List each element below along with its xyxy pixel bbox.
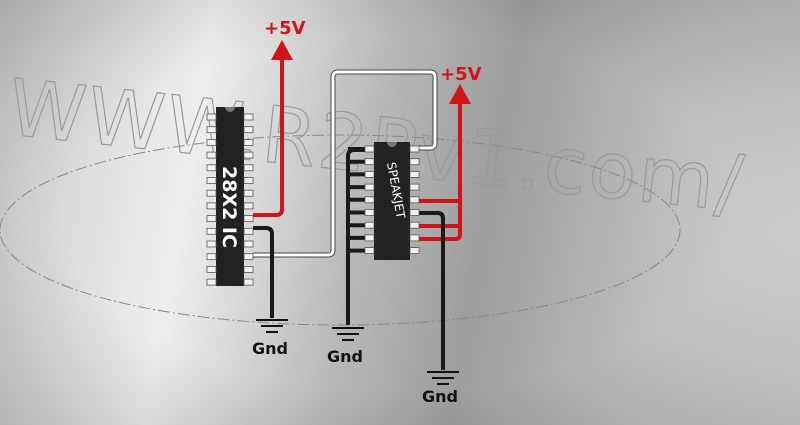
chip-pin <box>409 170 420 178</box>
chip-pin <box>243 177 254 184</box>
chip-pin <box>206 202 217 210</box>
mcu-label: 28X2 IC <box>218 166 240 248</box>
chip-pin <box>409 209 420 216</box>
chip-pin <box>364 170 375 178</box>
ground-label: Gnd <box>252 339 288 358</box>
power-arrow-icon <box>271 40 293 60</box>
chip-pin <box>206 215 217 223</box>
watermark-ellipse <box>0 134 681 326</box>
chip-pin <box>206 126 217 134</box>
chip-pin <box>206 138 217 146</box>
chip-pin <box>364 158 375 166</box>
chip-pin <box>364 209 375 216</box>
chip-pin <box>243 189 254 197</box>
chip-pin <box>206 189 217 197</box>
speakjet-power-wire <box>419 100 462 241</box>
chip-pin <box>243 227 254 235</box>
chip-pin <box>364 183 375 191</box>
chip-pin <box>243 202 254 210</box>
chip-pin <box>206 253 217 261</box>
chip-pin <box>206 164 217 172</box>
chip-pin <box>206 278 217 286</box>
mcu-power-wire <box>253 58 284 217</box>
speakjet-chip: SPEAKJET <box>374 142 410 260</box>
chip-pin <box>364 247 375 255</box>
chip-pin <box>409 247 420 255</box>
chip-pin <box>243 164 254 172</box>
power-arrow-icon <box>449 84 471 104</box>
chip-pin <box>206 177 217 184</box>
chip-pin <box>243 138 254 146</box>
chip-pin <box>409 158 420 166</box>
speakjet-ground-wire <box>419 211 445 370</box>
chip-pin <box>364 221 375 229</box>
chip-pin <box>206 265 217 273</box>
mcu-chip: 28X2 IC <box>216 107 244 286</box>
chip-pins <box>206 113 420 286</box>
chip-pin <box>409 196 420 204</box>
ground-label: Gnd <box>327 347 363 366</box>
notch-icon <box>387 142 397 147</box>
chip-pin <box>409 183 420 191</box>
mcu-ground-wire <box>253 226 274 318</box>
ground-icon <box>256 319 288 333</box>
chip-pin <box>364 234 375 242</box>
chip-pin <box>409 221 420 229</box>
chip-pin <box>206 227 217 235</box>
chip-pin <box>364 145 375 153</box>
chip-pin <box>409 234 420 242</box>
power-label: +5V <box>264 18 306 39</box>
chip-pin <box>364 196 375 204</box>
chip-pin <box>243 151 254 159</box>
mcu-body <box>216 107 244 286</box>
signal-wire <box>253 70 437 257</box>
chip-pin <box>243 113 254 121</box>
chip-pin <box>243 240 254 248</box>
chip-pin <box>206 240 217 248</box>
chip-pin <box>243 265 254 273</box>
ground-icon <box>427 371 459 385</box>
chip-pin <box>243 278 254 286</box>
ground-label: Gnd <box>422 387 458 406</box>
chip-pin <box>206 151 217 159</box>
speakjet-body <box>374 142 410 260</box>
chip-pin <box>243 126 254 134</box>
chip-pin <box>206 113 217 121</box>
power-label: +5V <box>440 64 482 85</box>
chip-pin <box>243 253 254 261</box>
ground-bus-taps <box>348 147 365 253</box>
chip-pin <box>409 145 420 153</box>
ground-icon <box>332 327 364 341</box>
chip-pin <box>243 215 254 223</box>
notch-icon <box>225 107 235 112</box>
